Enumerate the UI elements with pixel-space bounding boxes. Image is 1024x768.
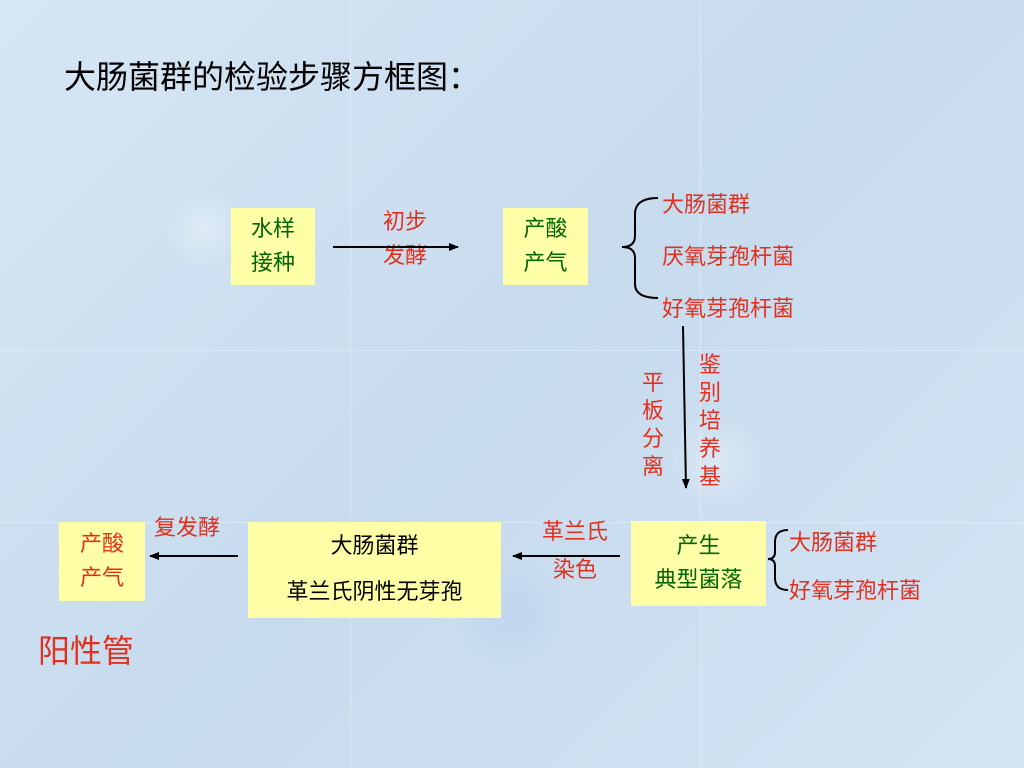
result-item: 大肠菌群: [662, 193, 751, 218]
result-item: 厌氧芽孢杆菌: [662, 245, 795, 270]
gram-stain-label: 革兰氏 染色: [528, 514, 622, 590]
positive-tube-label: 阳性管: [38, 632, 135, 670]
upper-result-list: 大肠菌群 厌氧芽孢杆菌 好氧芽孢杆菌: [662, 180, 794, 336]
label-char: 别: [698, 381, 721, 406]
box-line: 产气: [79, 565, 124, 591]
label-char: 平: [641, 371, 664, 396]
initial-fermentation-label: 初步 发酵: [365, 206, 445, 274]
label-line: 初步: [382, 210, 427, 235]
label-char: 分: [641, 427, 664, 452]
box-line: 革兰氏阴性无芽孢: [286, 580, 463, 605]
lower-result-list: 大肠菌群 好氧芽孢杆菌: [789, 520, 921, 616]
box-line: 产气: [523, 250, 568, 276]
re-fermentation-label: 复发酵: [154, 516, 221, 541]
plate-separation-label: 平 板 分 离: [641, 370, 665, 482]
slide-title: 大肠菌群的检验步骤方框图：: [64, 58, 481, 96]
result-item: 好氧芽孢杆菌: [789, 579, 922, 604]
label-char: 鉴: [698, 353, 721, 378]
box-line: 典型菌落: [654, 567, 743, 593]
label-char: 养: [698, 437, 721, 462]
coliform-result-box: 大肠菌群 革兰氏阴性无芽孢: [248, 522, 501, 618]
background-grid: [0, 350, 1024, 351]
lower-brace: [767, 529, 789, 591]
background-grid: [700, 0, 701, 768]
acid-gas-box-lower: 产酸 产气: [59, 522, 145, 601]
box-line: 产酸: [523, 216, 568, 242]
box-line: 产生: [676, 533, 721, 559]
label-char: 板: [641, 399, 664, 424]
differential-medium-label: 鉴 别 培 养 基: [698, 352, 722, 492]
label-line: 染色: [552, 558, 597, 583]
box-line: 水样: [250, 216, 295, 242]
arrow-plate-separation: [681, 325, 690, 489]
box-line: 产酸: [79, 531, 124, 557]
box-line: 大肠菌群: [330, 534, 419, 559]
label-char: 基: [698, 465, 721, 490]
result-item: 好氧芽孢杆菌: [662, 297, 795, 322]
label-line: 发酵: [382, 244, 427, 269]
label-line: 革兰氏: [541, 520, 608, 545]
background-grid: [350, 0, 351, 768]
upper-brace: [621, 197, 659, 299]
label-char: 培: [698, 409, 721, 434]
background-grid: [0, 522, 1024, 523]
result-item: 大肠菌群: [789, 531, 878, 556]
typical-colony-box: 产生 典型菌落: [631, 521, 766, 606]
box-line: 接种: [250, 250, 295, 276]
label-char: 离: [641, 455, 664, 480]
water-sample-box: 水样 接种: [231, 208, 315, 285]
acid-gas-box-upper: 产酸 产气: [503, 208, 588, 285]
